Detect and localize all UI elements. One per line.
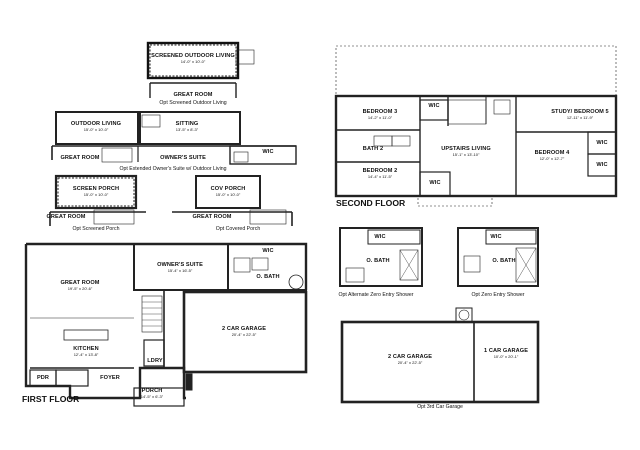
first-floor-title: FIRST FLOOR	[22, 394, 80, 404]
plan-alt-zero-entry-shower	[339, 227, 423, 287]
room-wic-second-c: WIC	[596, 162, 608, 168]
room-wic-second-a: WIC	[428, 103, 440, 109]
caption-screened-outdoor-living: Opt Screened Outdoor Living	[159, 100, 227, 106]
second-floor-title: SECOND FLOOR	[336, 198, 406, 208]
room-wic-option-b: WIC	[262, 149, 274, 155]
plan-third-car-garage	[340, 307, 540, 404]
room-o-bath-zero-shower: O. BATH	[492, 258, 516, 264]
room-bath-2: BATH 2	[362, 146, 384, 152]
plan-screened-outdoor-living	[146, 41, 255, 98]
room-great-room-option-c: GREAT ROOM	[46, 214, 86, 220]
caption-third-car-garage: Opt 3rd Car Garage	[417, 404, 463, 410]
caption-extended-owners-suite: Opt Extended Owner's Suite w/ Outdoor Li…	[119, 166, 227, 172]
room-wic-alt-shower: WIC	[374, 234, 386, 240]
room-great-room-option-b: GREAT ROOM	[60, 155, 100, 161]
plan-first-floor	[24, 242, 308, 407]
caption-covered-porch: Opt Covered Porch	[215, 226, 261, 232]
caption-alt-zero-entry-shower: Opt Alternate Zero Entry Shower	[338, 292, 414, 298]
room-o-bath-main: O. BATH	[256, 274, 280, 280]
room-laundry: LDRY	[147, 358, 163, 364]
plan-covered-porch	[172, 175, 293, 226]
room-wic-second-b: WIC	[596, 140, 608, 146]
plan-second-floor	[334, 45, 618, 207]
room-foyer: FOYER	[100, 375, 120, 381]
caption-screened-porch: Opt Screened Porch	[72, 226, 120, 232]
caption-zero-entry-shower: Opt Zero Entry Shower	[471, 292, 525, 298]
plan-screened-porch	[49, 174, 146, 226]
room-wic-main: WIC	[262, 248, 274, 254]
room-great-room-option-d: GREAT ROOM	[192, 214, 232, 220]
room-great-room-option-a: GREAT ROOM	[173, 92, 213, 98]
plan-extended-owners-suite	[51, 111, 297, 165]
room-wic-second-d: WIC	[429, 180, 441, 186]
room-owners-suite-option-b: OWNER'S SUITE	[160, 155, 206, 161]
plan-zero-entry-shower	[457, 227, 539, 287]
room-powder: PDR	[36, 375, 50, 381]
room-o-bath-alt-shower: O. BATH	[366, 258, 390, 264]
room-wic-zero-shower: WIC	[490, 234, 502, 240]
